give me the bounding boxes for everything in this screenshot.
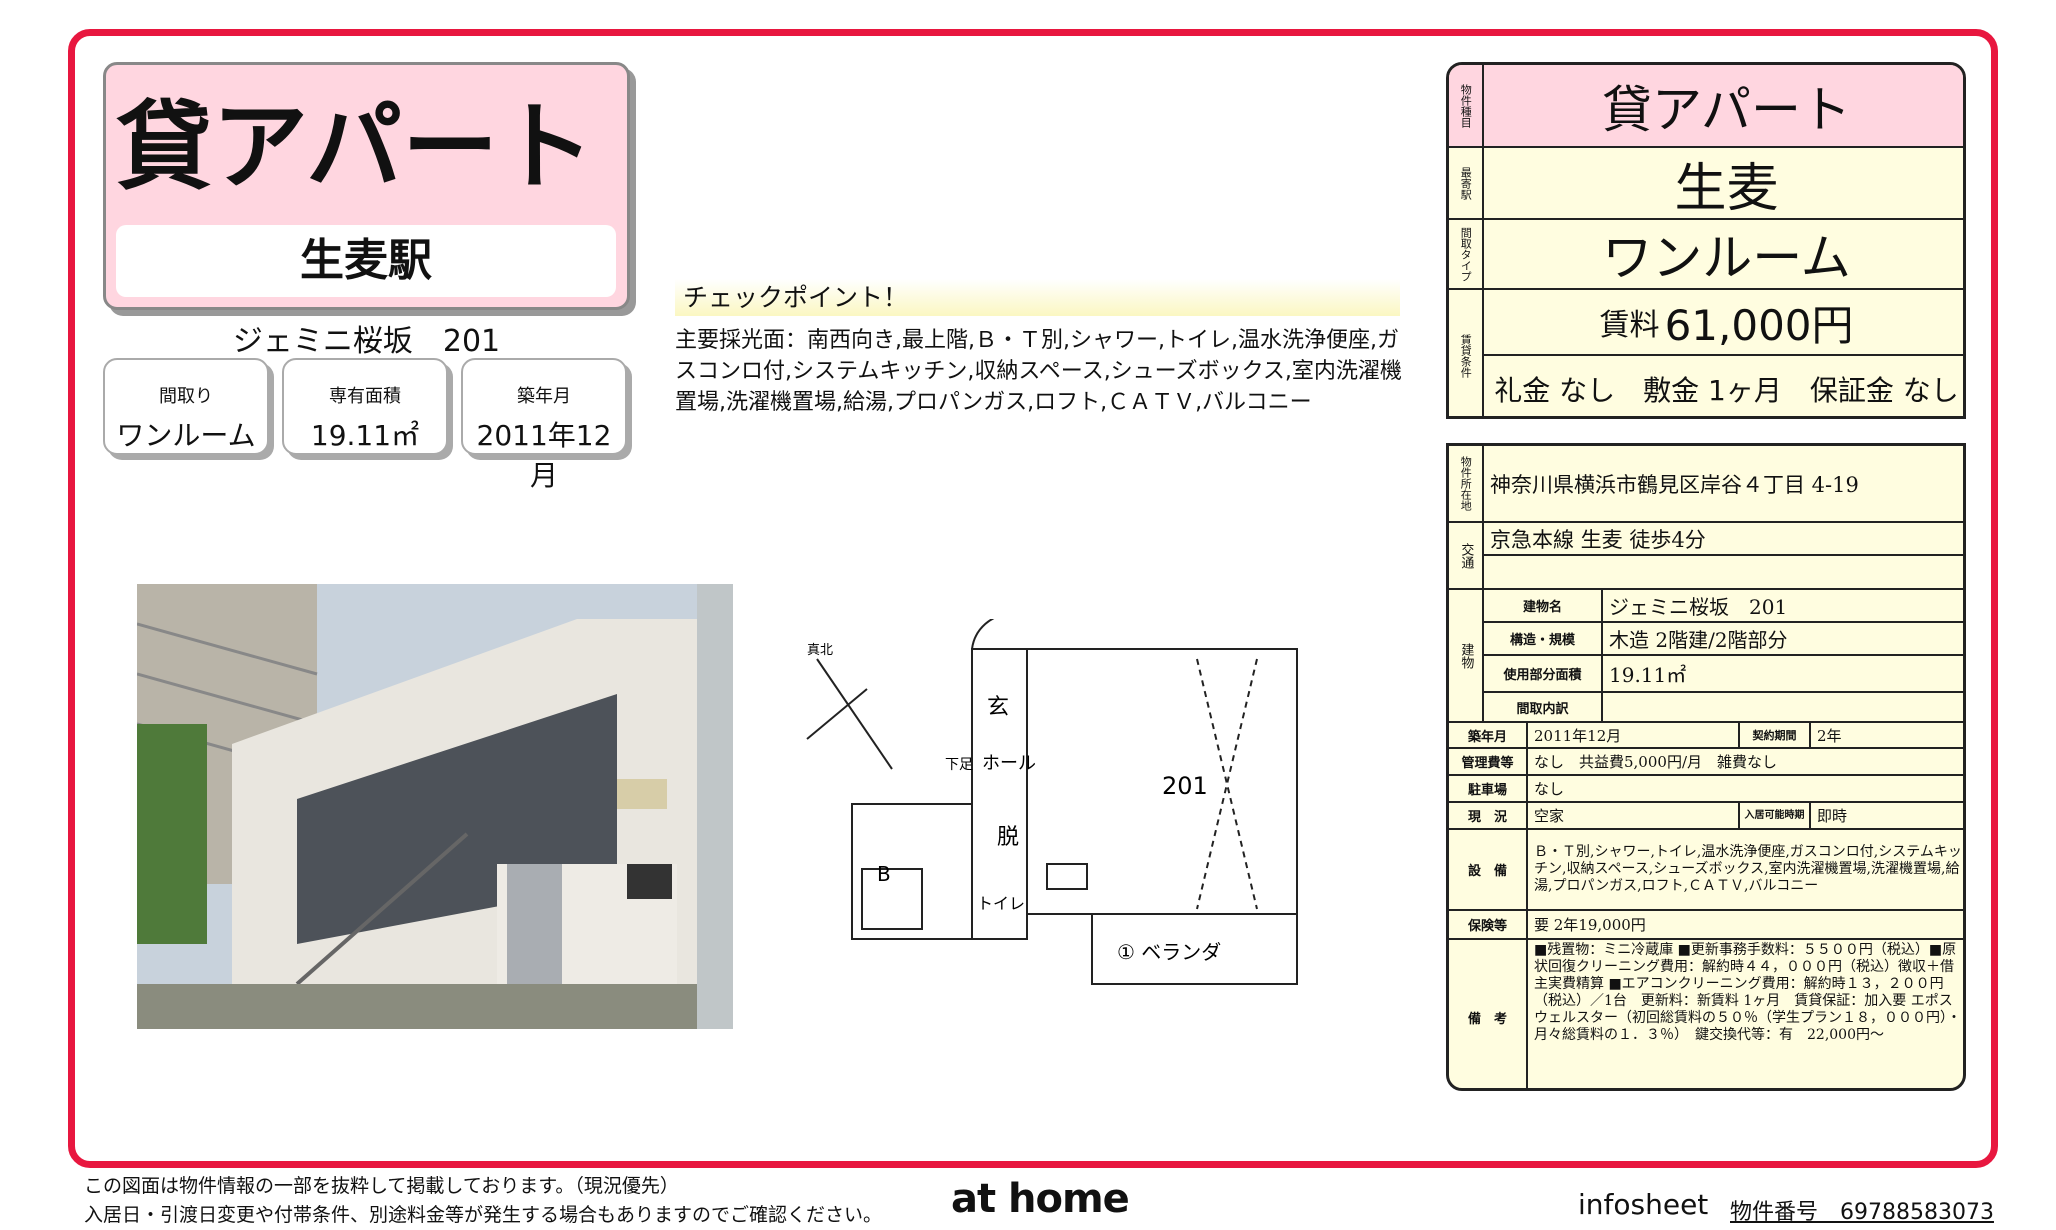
insurance-value: 要 2年19,000円 — [1528, 911, 1963, 940]
spec-label: 間取り — [159, 386, 213, 407]
checkpoint-text: 主要採光面：南西向き,最上階,Ｂ・Ｔ別,シャワー,トイレ,温水洗浄便座,ガスコン… — [675, 328, 1402, 415]
infosheet-label: infosheet — [1578, 1188, 1709, 1221]
type-value: 貸アパート — [1484, 65, 1963, 148]
hall-label: ホール — [982, 753, 1036, 774]
spec-value: 19.11㎡ — [310, 419, 420, 452]
bath-label: B — [877, 862, 891, 886]
deposit-terms: 礼金 なし 敷金 1ヶ月 保証金 なし — [1494, 374, 1959, 407]
parking-value: なし — [1528, 776, 1963, 803]
room-label: 201 — [1162, 772, 1208, 800]
movein-label: 入居可能時期 — [1740, 803, 1811, 830]
bname-label: 建物名 — [1484, 590, 1603, 623]
property-type-title: 貸アパート — [116, 91, 595, 203]
floor-plan: 真北 玄 下足 ホール 201 脱 B トイレ ① ベランダ — [806, 619, 1298, 985]
shoes-label: 下足 — [945, 757, 973, 773]
layout-value: ワンルーム — [1484, 220, 1963, 290]
rooms-label: 間取内訳 — [1484, 693, 1603, 723]
contract-label: 契約期間 — [1740, 723, 1811, 749]
transport-label: 交通 — [1449, 523, 1484, 590]
title-box: 貸アパート 生麦駅 — [103, 62, 630, 310]
athome-logo: at home — [951, 1176, 1130, 1222]
area-label: 使用部分面積 — [1484, 656, 1603, 693]
contract-value: 2年 — [1811, 723, 1963, 749]
veranda-label: ① ベランダ — [1117, 940, 1221, 964]
dressing-label: 脱 — [997, 825, 1019, 850]
building-photo — [137, 584, 733, 1029]
transport-empty — [1484, 556, 1963, 590]
station-label: 最寄駅 — [1449, 148, 1484, 220]
insurance-label: 保険等 — [1449, 911, 1528, 940]
movein-value: 即時 — [1811, 803, 1963, 830]
toilet-label: トイレ — [977, 894, 1025, 913]
address-value: 神奈川県横浜市鶴見区岸谷４丁目 4-19 — [1484, 446, 1963, 523]
building-label: 建物 — [1449, 590, 1484, 723]
address-label: 物件所在地 — [1449, 446, 1484, 523]
rent-row: 賃料 61,000円 — [1484, 290, 1963, 356]
status-label: 現 況 — [1449, 803, 1528, 830]
notes-label: 備 考 — [1449, 940, 1528, 1088]
entrance-label: 玄 — [987, 695, 1009, 720]
spec-value: ワンルーム — [116, 419, 256, 452]
fee-value: なし 共益費5,000円/月 雑費なし — [1528, 749, 1963, 776]
bname-value: ジェミニ桜坂 201 — [1603, 590, 1963, 623]
spec-built: 築年月 2011年12月 — [461, 358, 627, 492]
built-value: 2011年12月 — [1528, 723, 1740, 749]
details-table: 物件所在地 神奈川県横浜市鶴見区岸谷４丁目 4-19 交通 京急本線 生麦 徒歩… — [1446, 443, 1966, 1091]
transport-value: 京急本線 生麦 徒歩4分 — [1484, 523, 1963, 556]
rooms-value — [1603, 693, 1963, 723]
rent-prefix: 賃料 — [1599, 308, 1660, 343]
layout-label: 間取タイプ — [1449, 220, 1484, 290]
parking-label: 駐車場 — [1449, 776, 1528, 803]
equipment-label: 設 備 — [1449, 830, 1528, 911]
spec-area: 専有面積 19.11㎡ — [282, 358, 448, 455]
notes-value: ■残置物：ミニ冷蔵庫 ■更新事務手数料：５５００円（税込）■原状回復クリーニング… — [1534, 942, 1961, 1043]
spec-label: 築年月 — [517, 386, 571, 407]
built-label: 築年月 — [1449, 723, 1528, 749]
structure-value: 木造 2階建/2階部分 — [1603, 623, 1963, 656]
disclaimer-line-1: この図面は物件情報の一部を抜粋して掲載しております。（現況優先） — [84, 1175, 679, 1197]
terms-label: 賃貸条件 — [1449, 290, 1484, 416]
station-title: 生麦駅 — [116, 225, 616, 297]
equipment-value: Ｂ・Ｔ別,シャワー,トイレ,温水洗浄便座,ガスコンロ付,システムキッチン,収納ス… — [1528, 830, 1963, 911]
property-number: 物件番号 69788583073 — [1730, 1200, 1994, 1225]
disclaimer: この図面は物件情報の一部を抜粋して掲載しております。（現況優先） 入居日・引渡日… — [84, 1172, 882, 1230]
spec-layout: 間取りワンルーム — [103, 358, 269, 455]
north-label: 真北 — [807, 643, 833, 658]
type-label: 物件種目 — [1449, 65, 1484, 148]
rent-value: 61,000円 — [1664, 300, 1854, 350]
spec-label: 専有面積 — [329, 386, 401, 407]
disclaimer-line-2: 入居日・引渡日変更や付帯条件、別途料金等が発生する場合もありますのでご確認くださ… — [84, 1204, 883, 1226]
status-value: 空家 — [1528, 803, 1740, 830]
building-name: ジェミニ桜坂 201 — [232, 324, 501, 359]
sheet-frame — [68, 29, 1998, 1168]
checkpoint-heading: チェックポイント！ — [675, 279, 1400, 316]
fee-label: 管理費等 — [1449, 749, 1528, 776]
summary-table: 物件種目 貸アパート 最寄駅 生麦 間取タイプ ワンルーム 賃貸条件 賃料 61… — [1446, 62, 1966, 419]
spec-value: 2011年12月 — [476, 419, 612, 492]
area-value: 19.11㎡ — [1603, 656, 1963, 693]
structure-label: 構造・規模 — [1484, 623, 1603, 656]
station-value: 生麦 — [1484, 148, 1963, 220]
